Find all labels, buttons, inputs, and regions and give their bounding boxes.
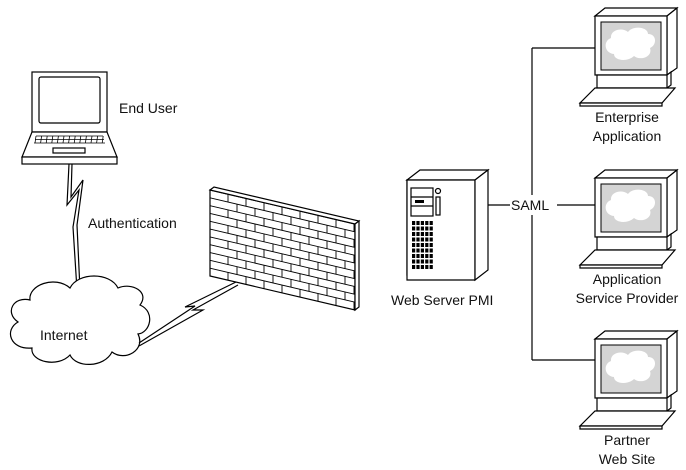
web-server-label: Web Server PMI: [391, 292, 493, 308]
saml-label: SAML: [511, 197, 549, 213]
partner-web-site-label-line-1: Partner: [604, 432, 650, 448]
enterprise-application-computer-icon: [578, 6, 679, 107]
authentication-link: [66, 163, 84, 291]
application-service-provider-label-line-2: Service Provider: [576, 290, 679, 306]
enterprise-application-label-line-2: Application: [593, 128, 662, 144]
internet-label: Internet: [40, 327, 88, 343]
partner-web-site-computer-icon: [578, 329, 679, 430]
firewall-link: [138, 281, 239, 347]
application-service-provider-computer-icon: [578, 168, 679, 269]
firewall-icon: [208, 186, 361, 312]
laptop-icon: [21, 71, 118, 165]
enterprise-application-label-line-1: Enterprise: [595, 109, 659, 125]
application-service-provider-label-line-1: Application: [593, 271, 662, 287]
internet-cloud-icon: [9, 275, 151, 365]
partner-web-site-label-line-2: Web Site: [599, 451, 656, 467]
authentication-label: Authentication: [88, 215, 177, 231]
saml-connections: [488, 47, 595, 361]
end-user-label: End User: [119, 100, 178, 116]
web-server-icon: [405, 168, 490, 282]
